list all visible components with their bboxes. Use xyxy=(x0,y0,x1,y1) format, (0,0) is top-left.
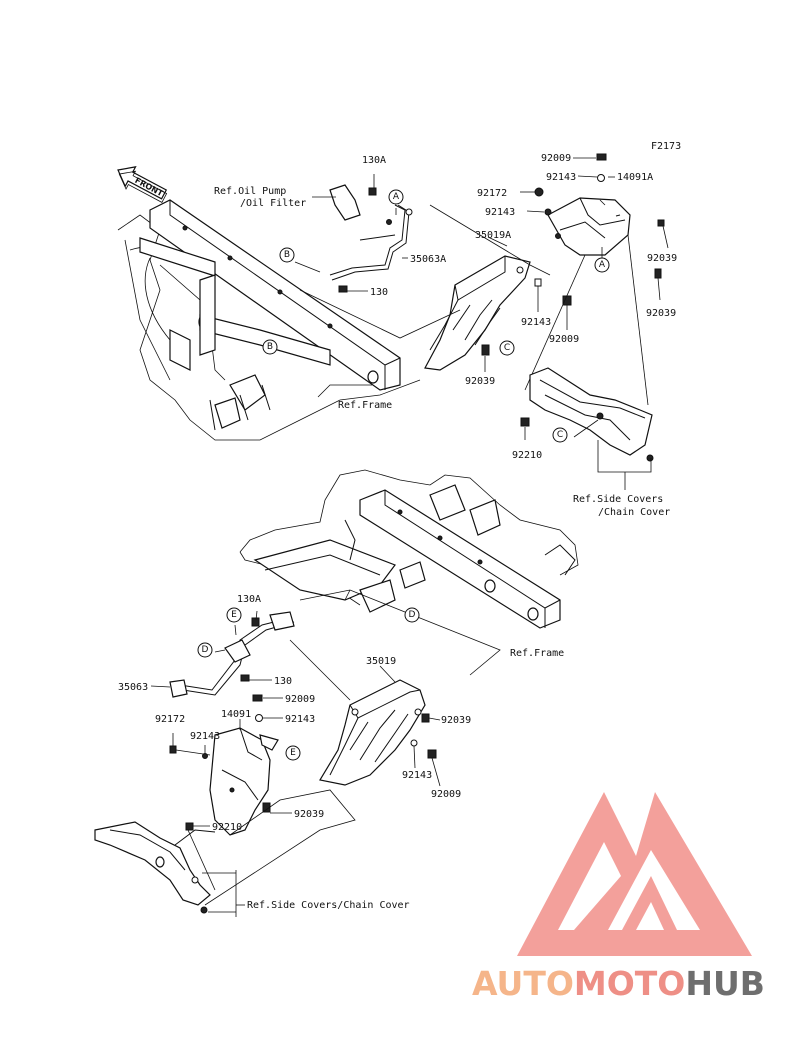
watermark-auto: AUTO xyxy=(472,964,574,1003)
callout-b-label-2: B xyxy=(267,342,273,352)
label-92039-guard: 92039 xyxy=(465,376,495,387)
label-ref-oil-pump: Ref.Oil Pump xyxy=(214,186,286,197)
label-14091: 14091 xyxy=(221,709,251,720)
watermark-hub: HUB xyxy=(685,964,765,1003)
label-92172-top: 92172 xyxy=(477,188,507,199)
callout-a-label-2: A xyxy=(599,260,606,270)
label-35019: 35019 xyxy=(366,656,396,667)
label-92210-top: 92210 xyxy=(512,450,542,461)
label-35063a: 35063A xyxy=(410,254,446,265)
label-92143-cover: 92143 xyxy=(546,172,576,183)
label-130-top: 130 xyxy=(370,287,388,298)
callout-a-cover: A xyxy=(594,257,610,273)
callout-c-label-2: C xyxy=(557,430,563,440)
callout-e-label-2: E xyxy=(290,748,296,758)
label-92143-guard-bottom: 92143 xyxy=(402,770,432,781)
label-ref-frame-top: Ref.Frame xyxy=(338,400,392,411)
diagram-code: F2173 xyxy=(651,141,681,152)
callout-e-bracket: E xyxy=(226,607,242,623)
label-ref-side-covers-bottom: Ref.Side Covers/Chain Cover xyxy=(247,900,410,911)
label-92039-cover-b: 92039 xyxy=(646,308,676,319)
label-92039-cover-bottom: 92039 xyxy=(294,809,324,820)
label-92143-guard: 92143 xyxy=(521,317,551,328)
label-92172-bottom: 92172 xyxy=(155,714,185,725)
label-ref-side-covers-top: Ref.Side Covers xyxy=(573,494,663,505)
watermark-logo xyxy=(517,792,752,956)
callout-b-top: B xyxy=(279,247,295,263)
label-130a-bottom: 130A xyxy=(237,594,261,605)
label-92009-guard: 92009 xyxy=(549,334,579,345)
label-92143-left: 92143 xyxy=(190,731,220,742)
callout-c-guard: C xyxy=(499,340,515,356)
callout-e-label: E xyxy=(231,610,237,620)
label-92143-bottom: 92143 xyxy=(285,714,315,725)
label-92039-cover-a: 92039 xyxy=(647,253,677,264)
callout-a-top: A xyxy=(388,189,404,205)
label-130-bottom: 130 xyxy=(274,676,292,687)
label-14091a: 14091A xyxy=(617,172,653,183)
callout-b-label: B xyxy=(284,250,290,260)
label-chain-cover-top: /Chain Cover xyxy=(598,507,670,518)
watermark-text: AUTOMOTOHUB xyxy=(472,964,765,1003)
bottom-assembly: D E D E 130A 35063 130 Ref.Frame 35019 9… xyxy=(94,469,579,917)
label-130a-top: 130A xyxy=(362,155,386,166)
callout-d-bracket: D xyxy=(197,642,213,658)
label-92143-top: 92143 xyxy=(485,207,515,218)
callout-d-frame: D xyxy=(404,607,420,623)
label-oil-filter: /Oil Filter xyxy=(240,198,306,209)
callout-d-label-2: D xyxy=(202,645,209,655)
front-label: FRONT xyxy=(133,176,165,199)
label-ref-frame-bottom: Ref.Frame xyxy=(510,648,564,659)
label-92009-bottom: 92009 xyxy=(285,694,315,705)
label-92210-bottom: 92210 xyxy=(212,822,242,833)
label-92009-guard-bottom: 92009 xyxy=(431,789,461,800)
callout-e-cover: E xyxy=(285,745,301,761)
label-92009-cover: 92009 xyxy=(541,153,571,164)
front-arrow-icon: FRONT xyxy=(117,166,168,203)
callout-c-cover: C xyxy=(552,427,568,443)
top-assembly: A B B C A C 130A Ref.Oil Pump /Oil Filte… xyxy=(117,153,677,518)
callout-d-label: D xyxy=(409,610,416,620)
callout-b-frame: B xyxy=(262,339,278,355)
callout-a-label: A xyxy=(393,192,400,202)
label-35063: 35063 xyxy=(118,682,148,693)
label-92039-guard-bottom: 92039 xyxy=(441,715,471,726)
watermark-moto: MOTO xyxy=(574,964,685,1003)
label-35019a: 35019A xyxy=(475,230,511,241)
callout-c-label: C xyxy=(504,343,510,353)
